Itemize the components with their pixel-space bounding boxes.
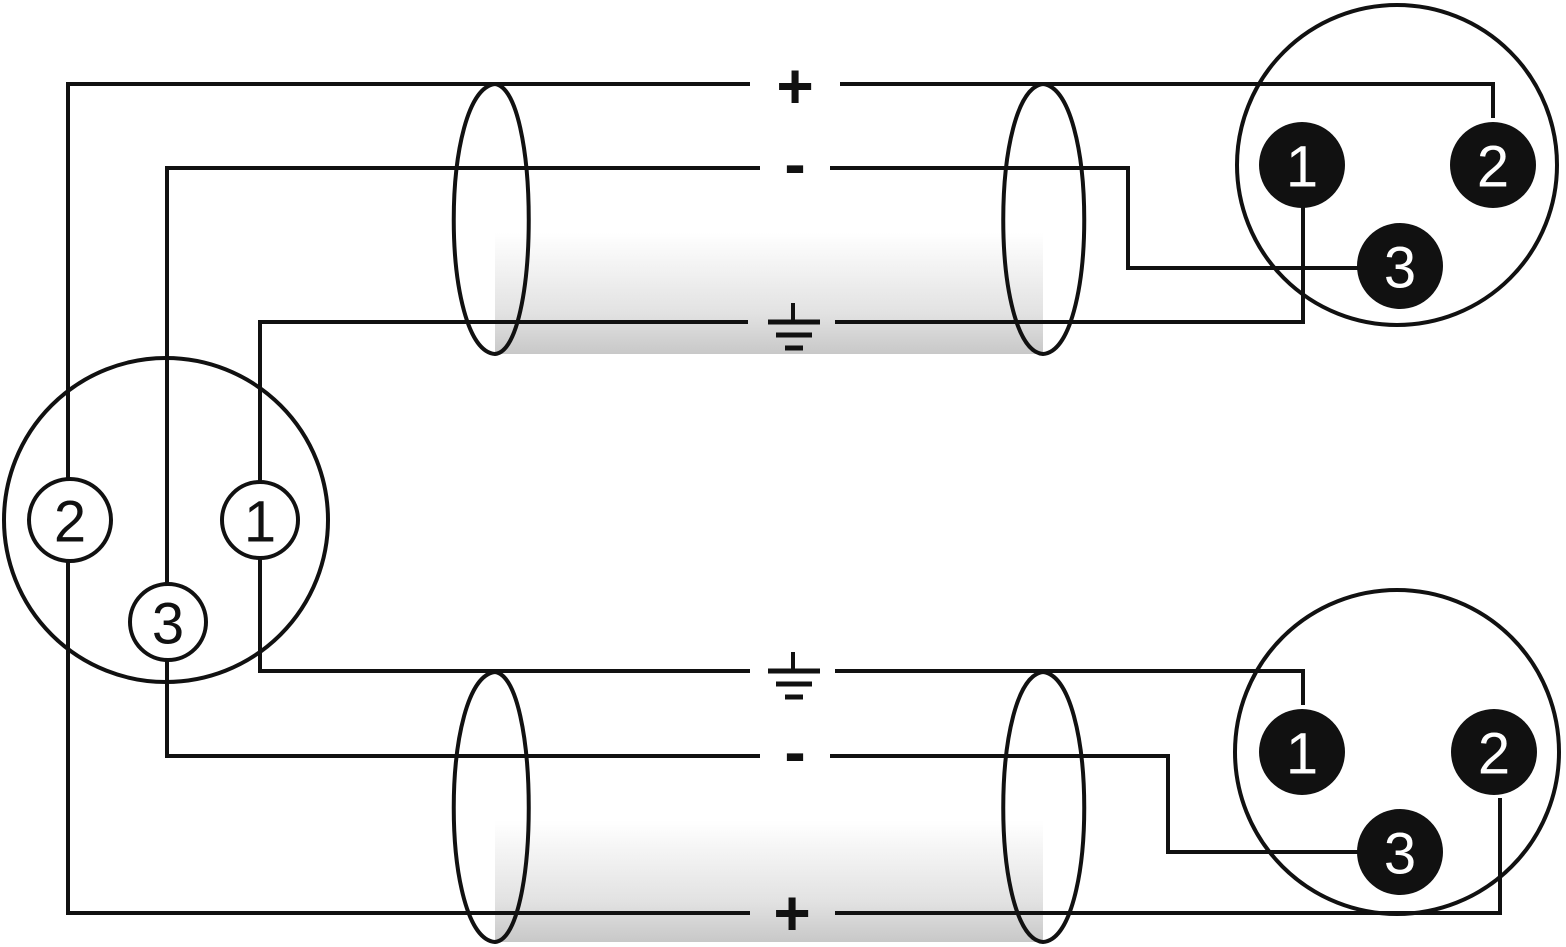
wire-top-ground bbox=[258, 320, 748, 482]
wires bbox=[66, 82, 1502, 915]
bottom-right-pin-3: 3 bbox=[1357, 809, 1443, 895]
bottom-minus-label: - bbox=[784, 716, 805, 788]
bottom-ground-icon bbox=[768, 652, 820, 700]
bottom-plus-label: + bbox=[773, 877, 810, 947]
bottom-cable-left-end bbox=[451, 669, 531, 945]
left-pin-1-label: 1 bbox=[244, 490, 276, 555]
wire-top-ground-right bbox=[835, 205, 1305, 324]
bottom-right-connector-body bbox=[1233, 588, 1561, 916]
wire-top-positive-right bbox=[840, 82, 1495, 118]
bottom-right-pin-2: 2 bbox=[1451, 709, 1537, 795]
top-cable bbox=[451, 81, 1087, 357]
wire-bottom-positive-right bbox=[835, 798, 1502, 915]
left-xlr-connector: 2 1 3 bbox=[2, 356, 330, 684]
left-pin-3: 3 bbox=[128, 582, 208, 662]
top-cable-right-end bbox=[1001, 81, 1087, 357]
top-right-pin-3-label: 3 bbox=[1384, 236, 1416, 301]
wire-top-negative bbox=[165, 166, 760, 585]
top-right-pin-1-label: 1 bbox=[1286, 135, 1318, 200]
left-pin-2-label: 2 bbox=[54, 490, 86, 555]
bottom-right-pin-1: 1 bbox=[1259, 709, 1345, 795]
bottom-cable-right-end bbox=[1001, 669, 1087, 945]
bottom-cable bbox=[451, 669, 1087, 945]
left-pin-3-label: 3 bbox=[152, 592, 184, 657]
wire-bottom-ground bbox=[258, 558, 750, 673]
wire-bottom-positive bbox=[66, 560, 750, 915]
bottom-cable-labels: - + bbox=[768, 652, 820, 947]
top-right-pin-3: 3 bbox=[1357, 223, 1443, 309]
bottom-right-xlr-connector: 1 2 3 bbox=[1233, 588, 1561, 916]
left-connector-body bbox=[2, 356, 330, 684]
left-pin-2: 2 bbox=[27, 477, 113, 563]
top-cable-body bbox=[495, 84, 1043, 354]
wire-bottom-negative bbox=[165, 660, 760, 758]
top-right-connector-body bbox=[1235, 3, 1559, 327]
bottom-cable-body bbox=[495, 672, 1043, 942]
wire-top-negative-right bbox=[830, 166, 1360, 270]
bottom-right-pin-1-label: 1 bbox=[1286, 722, 1318, 787]
bottom-right-pin-2-label: 2 bbox=[1478, 722, 1510, 787]
top-cable-left-end bbox=[451, 81, 531, 357]
top-cable-labels: + - bbox=[768, 50, 820, 351]
top-right-pin-2-label: 2 bbox=[1477, 135, 1509, 200]
top-ground-icon bbox=[768, 303, 820, 351]
top-right-xlr-connector: 1 2 3 bbox=[1235, 3, 1559, 327]
left-pin-1: 1 bbox=[220, 480, 300, 560]
wire-bottom-negative-right bbox=[830, 754, 1360, 854]
top-right-pin-2: 2 bbox=[1450, 122, 1536, 208]
top-plus-label: + bbox=[776, 50, 813, 122]
bottom-right-pin-3-label: 3 bbox=[1384, 822, 1416, 887]
top-minus-label: - bbox=[784, 128, 805, 200]
top-right-pin-1: 1 bbox=[1259, 122, 1345, 208]
wire-top-positive bbox=[66, 82, 750, 490]
wire-bottom-ground-right bbox=[835, 669, 1305, 705]
